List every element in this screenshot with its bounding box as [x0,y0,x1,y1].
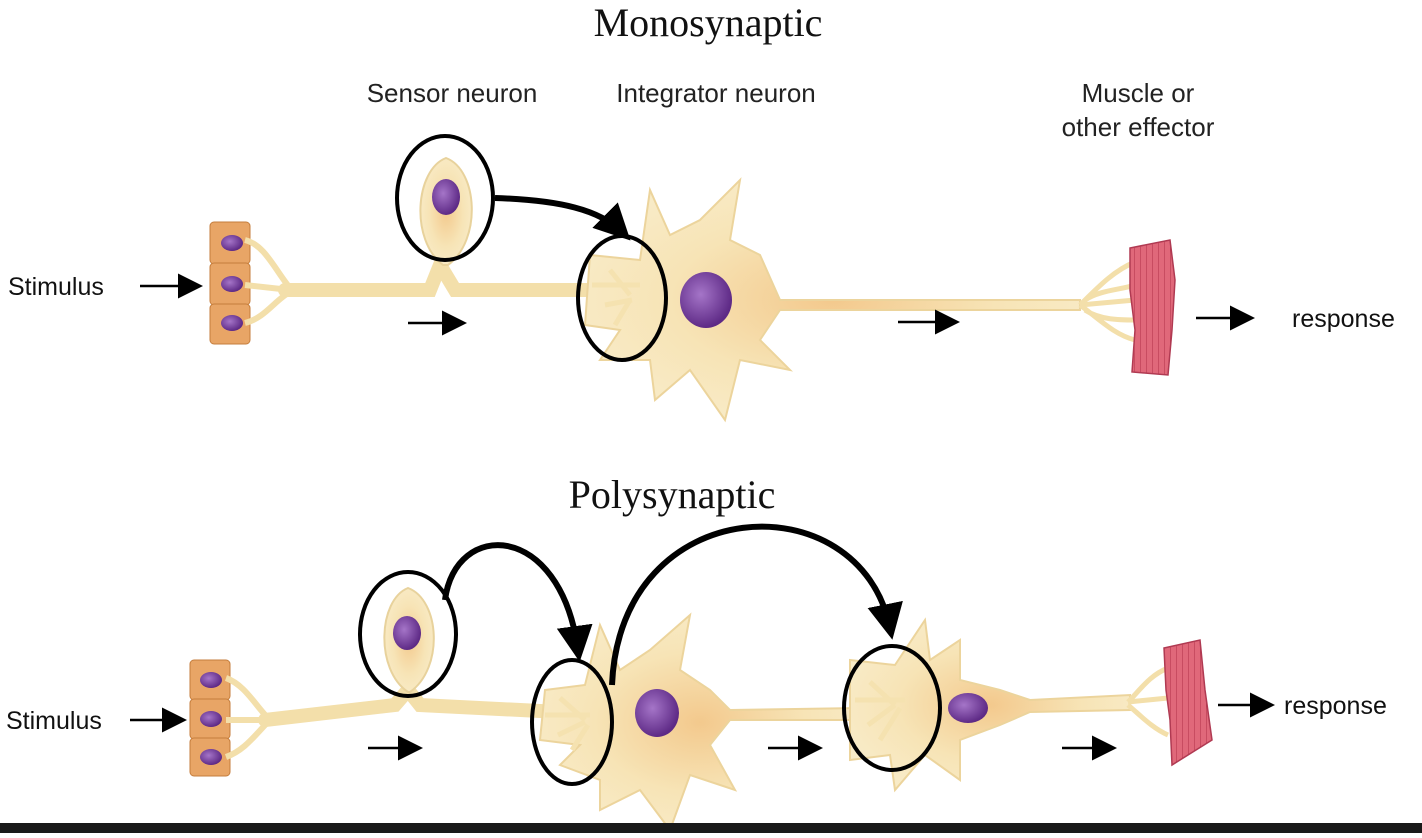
integrator-neuron-label: Integrator neuron [616,78,815,108]
poly-response-label: response [1284,692,1387,720]
mono-sensor-neuron [244,156,612,326]
mono-sensor-highlight-circle [395,134,495,262]
bottom-bar [0,823,1422,833]
poly-integrator-neuron-2 [849,617,1131,793]
mono-receptor-cells [209,221,251,345]
poly-sensor-highlight-circle [358,570,458,698]
poly-sensor-neuron [224,586,567,760]
mono-integrator-neuron [583,177,1081,423]
monosynaptic-title: Monosynaptic [594,0,823,45]
poly-synapse2-highlight-circle [842,644,942,772]
poly-muscle-effector [1126,639,1213,767]
poly-integrator-neuron-1 [538,612,861,833]
polysynaptic-title: Polysynaptic [569,472,776,517]
effector-label-line1: Muscle or [1082,78,1195,108]
mono-response-label: response [1292,305,1395,333]
sensor-neuron-label: Sensor neuron [367,78,538,108]
poly-curved-arrow-1 [442,542,593,662]
mono-muscle-effector [1078,239,1176,376]
mono-curved-arrow [494,195,631,241]
mono-stimulus-label: Stimulus [8,273,104,301]
poly-stimulus-label: Stimulus [6,707,102,735]
poly-curved-arrow-2 [609,523,903,686]
poly-receptor-cells [189,659,231,777]
effector-label-line2: other effector [1062,112,1215,142]
